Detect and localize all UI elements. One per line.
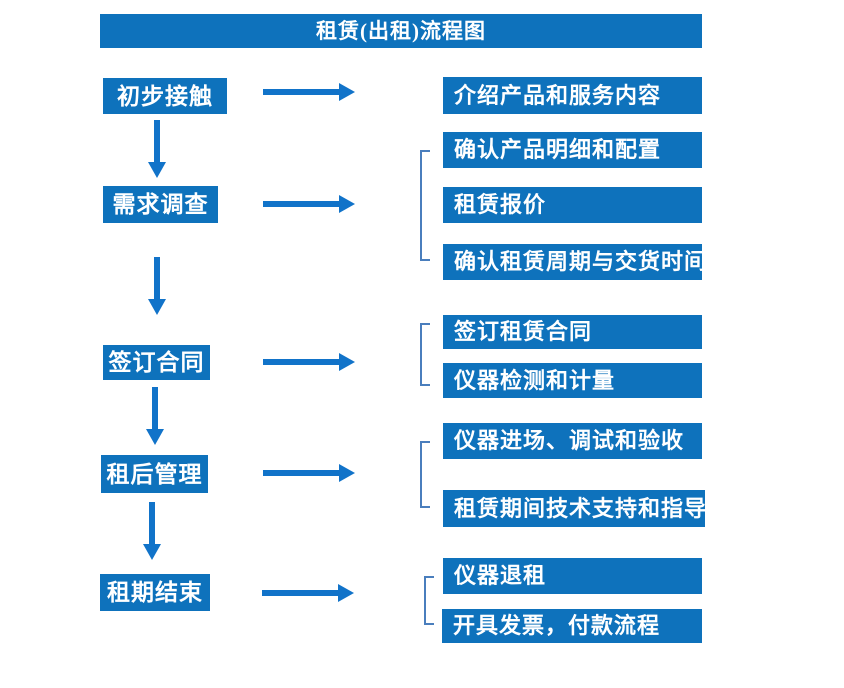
output-box: 仪器检测和计量	[443, 363, 702, 398]
arrow-down-icon	[143, 502, 161, 560]
output-label: 租赁期间技术支持和指导	[454, 495, 708, 521]
output-label: 确认产品明细和配置	[454, 137, 662, 162]
arrow-right-icon	[263, 195, 355, 213]
step-box-3: 签订合同	[103, 345, 210, 380]
bracket-step-2-outputs	[420, 150, 430, 261]
bracket-step-5-outputs	[424, 576, 434, 625]
step-label: 租期结束	[107, 580, 203, 605]
output-label: 仪器退租	[454, 563, 547, 588]
arrow-down-icon	[148, 257, 166, 315]
step-box-2: 需求调查	[103, 186, 218, 223]
output-label: 租赁报价	[454, 192, 547, 217]
output-box: 确认租赁周期与交货时间	[443, 244, 706, 280]
output-label: 开具发票，付款流程	[453, 613, 661, 638]
output-label: 介绍产品和服务内容	[454, 82, 662, 108]
bracket-step-3-outputs	[420, 323, 430, 386]
output-box: 仪器进场、调试和验收	[443, 423, 702, 459]
output-box: 开具发票，付款流程	[442, 609, 702, 643]
output-box: 仪器退租	[443, 558, 702, 594]
output-box: 租赁报价	[443, 187, 702, 223]
title-banner: 租赁(出租)流程图	[100, 14, 702, 48]
output-box: 确认产品明细和配置	[443, 132, 702, 168]
step-label: 初步接触	[117, 83, 213, 109]
arrow-right-icon	[263, 464, 355, 482]
output-label: 仪器进场、调试和验收	[454, 428, 685, 453]
page-title: 租赁(出租)流程图	[316, 18, 486, 43]
step-box-1: 初步接触	[103, 78, 227, 114]
output-label: 确认租赁周期与交货时间	[454, 249, 708, 274]
arrow-right-icon	[263, 83, 355, 101]
step-box-5: 租期结束	[100, 574, 210, 611]
arrow-right-icon	[262, 584, 354, 602]
output-label: 仪器检测和计量	[454, 367, 616, 393]
arrow-down-icon	[148, 120, 166, 178]
output-box: 租赁期间技术支持和指导	[443, 490, 708, 527]
output-label: 签订租赁合同	[454, 319, 593, 344]
arrow-right-icon	[263, 353, 355, 371]
arrow-down-icon	[146, 387, 164, 445]
step-label: 签订合同	[108, 350, 205, 375]
output-box: 签订租赁合同	[443, 315, 702, 349]
step-box-4: 租后管理	[101, 455, 208, 493]
output-box: 介绍产品和服务内容	[443, 77, 702, 114]
step-label: 租后管理	[106, 461, 203, 487]
step-label: 需求调查	[112, 192, 209, 217]
bracket-step-4-outputs	[420, 441, 430, 508]
